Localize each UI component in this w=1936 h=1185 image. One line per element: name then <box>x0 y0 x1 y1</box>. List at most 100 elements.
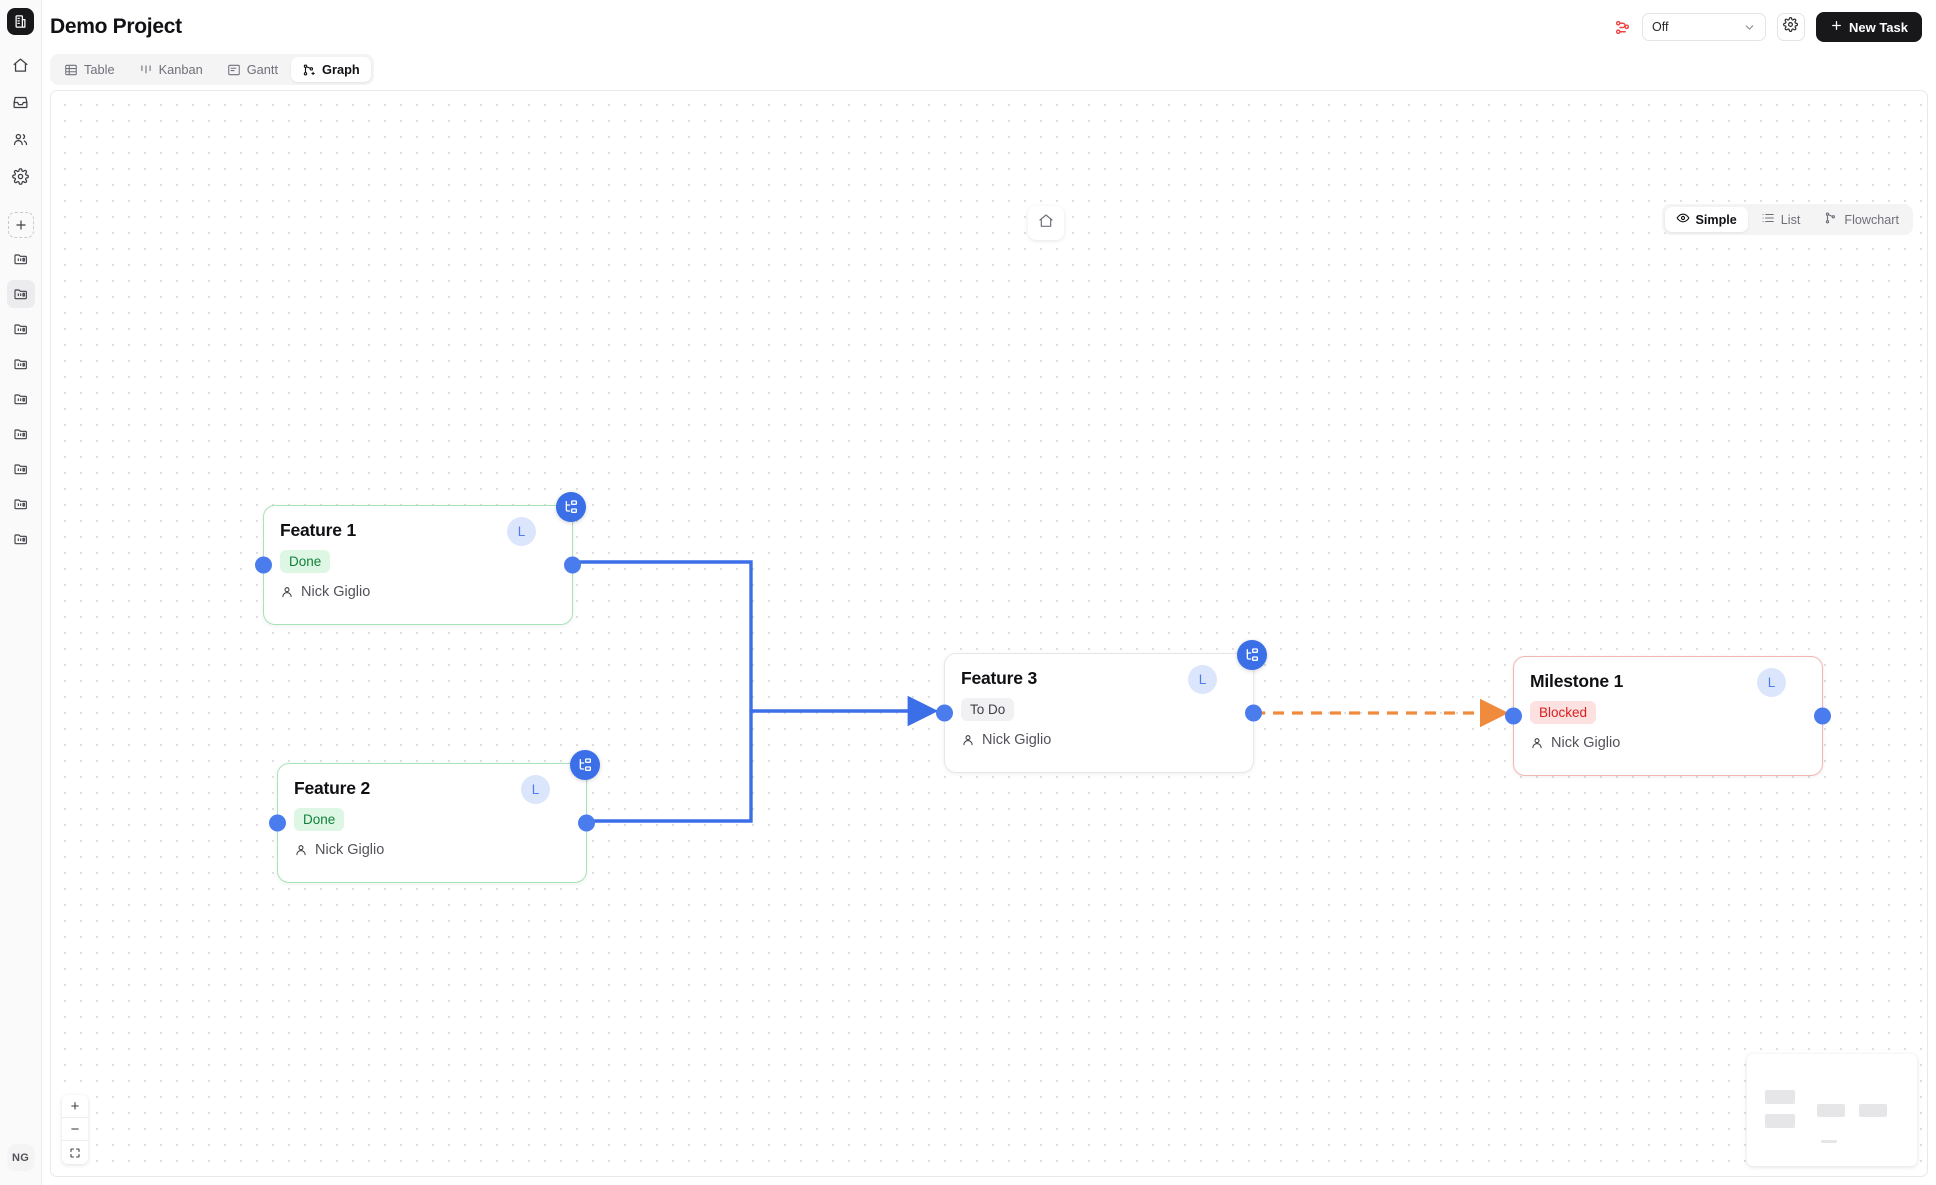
list-icon <box>1761 211 1775 228</box>
hierarchy-icon[interactable] <box>1237 640 1267 670</box>
app-logo[interactable] <box>7 8 34 35</box>
node-assignee-name: Nick Giglio <box>1551 735 1621 751</box>
node-title: Milestone 1 <box>1530 671 1624 691</box>
node-port-left[interactable] <box>255 556 272 574</box>
status-badge: To Do <box>961 698 1015 721</box>
node-port-right[interactable] <box>1245 704 1262 722</box>
graph-node-feature-3[interactable]: Feature 3 To Do Nick Giglio L <box>936 640 1267 773</box>
tab-kanban[interactable]: Kanban <box>128 57 214 82</box>
sidebar-project-1[interactable] <box>7 245 35 273</box>
node-assignee-name: Nick Giglio <box>982 732 1052 748</box>
tab-table-label: Table <box>84 62 115 77</box>
home-icon <box>1038 213 1054 234</box>
hierarchy-icon[interactable] <box>556 492 586 522</box>
zoom-out-button[interactable]: − <box>62 1118 88 1141</box>
sidebar-item-home[interactable] <box>7 51 35 79</box>
node-port-right[interactable] <box>564 556 581 574</box>
node-level-badge[interactable]: L <box>507 517 536 546</box>
person-icon <box>1530 736 1544 750</box>
minimap-node <box>1821 1140 1837 1143</box>
view-mode-simple[interactable]: Simple <box>1664 207 1748 232</box>
minimap[interactable] <box>1747 1054 1917 1166</box>
top-bar: Demo Project Off <box>42 0 1936 54</box>
sidebar-project-4[interactable] <box>7 350 35 378</box>
node-level-badge[interactable]: L <box>1757 668 1786 697</box>
canvas-wrapper: Simple List Flowchart <box>42 84 1936 1185</box>
tab-table[interactable]: Table <box>53 57 126 82</box>
sidebar-project-9[interactable] <box>7 525 35 553</box>
node-port-right[interactable] <box>1814 707 1831 725</box>
node-port-left[interactable] <box>1505 707 1522 725</box>
view-mode-simple-label: Simple <box>1695 212 1737 227</box>
node-port-right[interactable] <box>578 814 595 832</box>
page-title: Demo Project <box>50 15 182 38</box>
status-badge: Done <box>294 808 345 831</box>
sidebar-project-3[interactable] <box>7 315 35 343</box>
new-task-button[interactable]: New Task <box>1815 12 1922 42</box>
node-assignee-name: Nick Giglio <box>301 584 371 600</box>
plus-icon <box>1830 19 1843 35</box>
node-title: Feature 1 <box>280 520 357 540</box>
node-title: Feature 2 <box>294 778 371 798</box>
chevron-down-icon <box>1743 21 1756 34</box>
view-mode-toggle: Simple List Flowchart <box>1661 204 1913 235</box>
node-level-badge[interactable]: L <box>521 775 550 804</box>
tab-gantt-label: Gantt <box>246 62 279 77</box>
graph-icon <box>302 63 316 77</box>
person-icon <box>294 843 308 857</box>
tab-graph-label: Graph <box>322 62 360 77</box>
mode-select-value: Off <box>1651 20 1669 34</box>
view-mode-flowchart-label: Flowchart <box>1844 212 1899 227</box>
left-rail: NG <box>0 0 42 1185</box>
node-assignee-name: Nick Giglio <box>315 842 385 858</box>
node-assignee: Nick Giglio <box>280 584 556 600</box>
node-port-left[interactable] <box>936 704 953 722</box>
sidebar-project-8[interactable] <box>7 490 35 518</box>
kanban-icon <box>139 63 153 77</box>
view-mode-flowchart[interactable]: Flowchart <box>1813 207 1910 232</box>
sidebar-project-2[interactable] <box>6 280 35 308</box>
hierarchy-icon[interactable] <box>570 750 600 780</box>
new-task-label: New Task <box>1848 19 1908 35</box>
node-port-left[interactable] <box>269 814 286 832</box>
minimap-node <box>1817 1104 1845 1117</box>
graph-node-feature-2[interactable]: Feature 2 Done Nick Giglio L <box>269 750 600 883</box>
table-icon <box>64 63 78 77</box>
top-bar-actions: Off New Task <box>1614 12 1922 42</box>
user-avatar[interactable]: NG <box>7 1144 34 1171</box>
graph-node-feature-1[interactable]: Feature 1 Done Nick Giglio L <box>255 492 586 625</box>
sidebar-project-7[interactable] <box>7 455 35 483</box>
tab-graph[interactable]: Graph <box>291 57 371 82</box>
node-title: Feature 3 <box>961 668 1038 688</box>
flow-red-icon[interactable] <box>1614 19 1631 36</box>
view-mode-list[interactable]: List <box>1750 207 1812 232</box>
reset-view-button[interactable] <box>1028 206 1064 240</box>
status-badge: Blocked <box>1530 701 1597 724</box>
person-icon <box>280 585 294 599</box>
gear-icon <box>1783 17 1799 37</box>
status-badge: Done <box>280 550 331 573</box>
sidebar-item-settings[interactable] <box>7 162 35 190</box>
sidebar-project-5[interactable] <box>7 385 35 413</box>
settings-button[interactable] <box>1776 13 1805 41</box>
node-assignee: Nick Giglio <box>294 842 570 858</box>
mode-select[interactable]: Off <box>1641 13 1766 41</box>
sidebar-item-people[interactable] <box>7 125 35 153</box>
add-project-button[interactable] <box>7 212 34 238</box>
graph-node-milestone-1[interactable]: Milestone 1 Blocked Nick Giglio L <box>1505 656 1831 776</box>
fit-view-button[interactable] <box>62 1141 88 1164</box>
sidebar-project-6[interactable] <box>7 420 35 448</box>
node-assignee: Nick Giglio <box>961 732 1237 748</box>
graph-edges <box>573 560 1509 823</box>
graph-canvas[interactable]: Simple List Flowchart <box>50 90 1928 1177</box>
node-assignee: Nick Giglio <box>1530 735 1806 751</box>
zoom-in-button[interactable]: + <box>62 1095 88 1118</box>
node-level-badge[interactable]: L <box>1188 665 1217 694</box>
view-mode-list-label: List <box>1780 212 1801 227</box>
minimap-node <box>1765 1114 1795 1128</box>
sidebar-item-inbox[interactable] <box>7 88 35 116</box>
tab-gantt[interactable]: Gantt <box>216 57 289 82</box>
zoom-controls: + − <box>62 1095 88 1164</box>
tab-kanban-label: Kanban <box>158 62 203 77</box>
